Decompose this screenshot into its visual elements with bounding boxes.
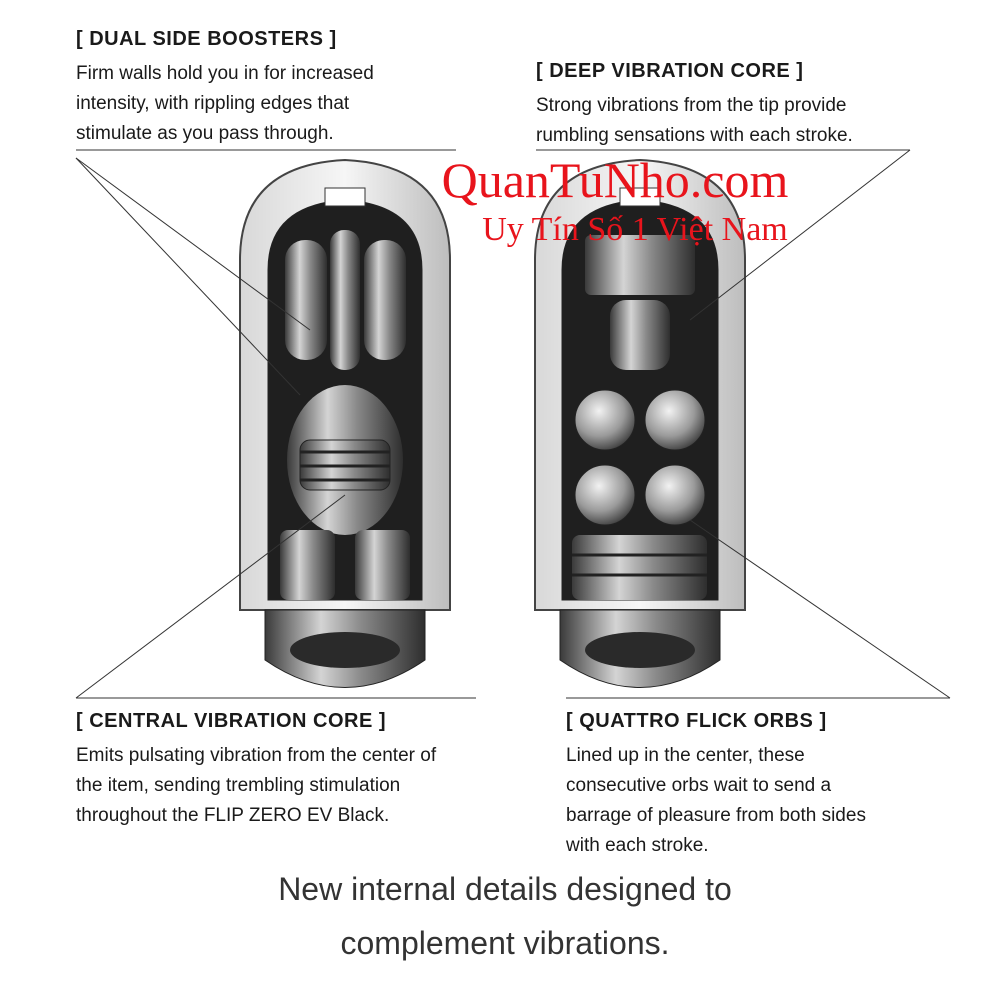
callout-lines [75, 149, 951, 699]
feature-dual-side-boosters: [ DUAL SIDE BOOSTERS ] Firm walls hold y… [76, 28, 456, 149]
feature-line: Emits pulsating vibration from the cente… [76, 745, 437, 766]
feature-line: Firm walls hold you in for increased [76, 63, 374, 84]
feature-description: Emits pulsating vibration from the cente… [76, 741, 496, 831]
feature-quattro-flick-orbs: [ QUATTRO FLICK ORBS ] Lined up in the c… [566, 710, 946, 861]
feature-line: Lined up in the center, these [566, 745, 805, 766]
right-device-cutaway [534, 158, 746, 688]
left-device-cutaway [239, 158, 451, 688]
feature-title: [ QUATTRO FLICK ORBS ] [566, 710, 827, 732]
feature-line: intensity, with rippling edges that [76, 93, 350, 114]
feature-central-vibration-core: [ CENTRAL VIBRATION CORE ] Emits pulsati… [76, 710, 496, 831]
tagline-line: complement vibrations. [340, 925, 670, 961]
feature-title: [ DEEP VIBRATION CORE ] [536, 60, 804, 82]
feature-description: Firm walls hold you in for increased int… [76, 59, 456, 149]
feature-line: throughout the FLIP ZERO EV Black. [76, 805, 390, 826]
feature-title: [ DUAL SIDE BOOSTERS ] [76, 28, 337, 50]
tagline: New internal details designed to complem… [0, 862, 1000, 970]
feature-line: barrage of pleasure from both sides [566, 805, 866, 826]
feature-line: stimulate as you pass through. [76, 123, 334, 144]
feature-line: the item, sending trembling stimulation [76, 775, 401, 796]
feature-description: Strong vibrations from the tip provide r… [536, 91, 936, 151]
feature-line: Strong vibrations from the tip provide [536, 95, 847, 116]
feature-title: [ CENTRAL VIBRATION CORE ] [76, 710, 387, 732]
feature-deep-vibration-core: [ DEEP VIBRATION CORE ] Strong vibration… [536, 60, 936, 151]
feature-description: Lined up in the center, these consecutiv… [566, 741, 946, 861]
feature-line: rumbling sensations with each stroke. [536, 125, 853, 146]
feature-line: with each stroke. [566, 835, 709, 856]
tagline-line: New internal details designed to [278, 871, 732, 907]
feature-line: consecutive orbs wait to send a [566, 775, 832, 796]
